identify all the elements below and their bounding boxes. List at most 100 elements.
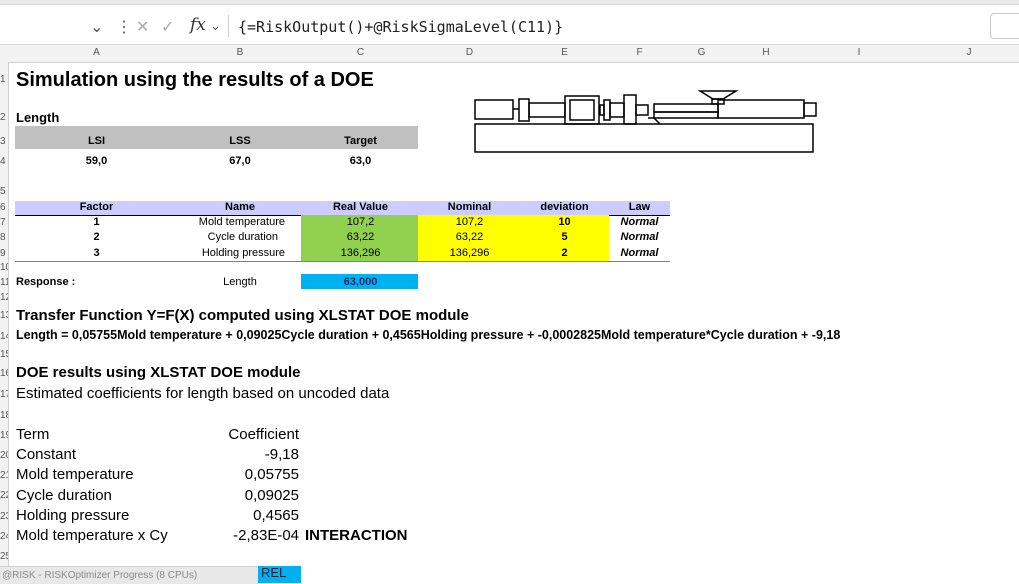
insert-function-icon[interactable]: fx	[190, 15, 206, 35]
factor-number[interactable]: 1	[93, 216, 100, 228]
enter-icon[interactable]: ✓	[161, 19, 175, 36]
factor-name[interactable]: Holding pressure	[201, 247, 285, 259]
spec-value-lss[interactable]: 67,0	[229, 155, 251, 167]
factor-number[interactable]: 2	[93, 231, 100, 243]
column-header-b[interactable]: B	[236, 47, 244, 58]
doe-results-title[interactable]: DOE results using XLSTAT DOE module	[16, 364, 301, 381]
factor-header-deviation[interactable]: deviation	[540, 201, 589, 213]
transfer-function-title[interactable]: Transfer Function Y=F(X) computed using …	[16, 307, 469, 324]
coef-term[interactable]: Mold temperature	[16, 466, 134, 483]
row-number[interactable]: 3	[0, 136, 6, 147]
coef-header-term[interactable]: Term	[16, 426, 50, 443]
spec-value-target[interactable]: 63,0	[349, 155, 372, 167]
factor-deviation[interactable]: 2	[561, 247, 568, 259]
sheet-title[interactable]: Simulation using the results of a DOE	[16, 69, 374, 91]
factor-header-factor[interactable]: Factor	[79, 201, 114, 213]
length-label[interactable]: Length	[16, 110, 60, 125]
factor-number[interactable]: 3	[93, 247, 100, 259]
factor-law[interactable]: Normal	[620, 231, 659, 243]
factor-header-law[interactable]: Law	[628, 201, 651, 213]
more-options-icon[interactable]: ⋮	[116, 19, 132, 36]
row-number[interactable]: 1	[0, 74, 6, 85]
column-header-j[interactable]: J	[966, 47, 972, 58]
column-header-c[interactable]: C	[356, 47, 365, 58]
coef-term[interactable]: Constant	[16, 446, 77, 463]
function-chevron-icon[interactable]: ⌄	[210, 18, 221, 33]
spec-value-lsi[interactable]: 59,0	[85, 155, 108, 167]
factor-nominal[interactable]: 136,296	[449, 247, 490, 259]
response-label[interactable]: Response :	[16, 276, 76, 288]
row-number[interactable]: 12	[0, 292, 8, 303]
row-number[interactable]: 19	[0, 430, 8, 441]
column-header-h[interactable]: H	[762, 47, 770, 58]
row-number[interactable]: 15	[0, 349, 8, 360]
risk-progress-text: @RISK - RISKOptimizer Progress (8 CPUs)	[2, 570, 198, 581]
coef-value[interactable]: -9,18	[264, 446, 299, 463]
row-number[interactable]: 5	[0, 186, 6, 197]
coef-header-value[interactable]: Coefficient	[228, 426, 299, 443]
column-header-d[interactable]: D	[465, 47, 474, 58]
factor-real-value[interactable]: 107,2	[346, 216, 375, 228]
coef-value[interactable]: 0,05755	[244, 466, 299, 483]
interaction-label[interactable]: INTERACTION	[305, 527, 408, 544]
factor-law[interactable]: Normal	[620, 247, 659, 259]
row-number[interactable]: 10	[0, 262, 8, 273]
coef-value[interactable]: 0,09025	[244, 487, 299, 504]
row-number[interactable]: 23	[0, 511, 8, 522]
spec-header-lss[interactable]: LSS	[229, 135, 251, 147]
row-number[interactable]: 21	[0, 470, 8, 481]
expand-formula-bar-button[interactable]	[990, 13, 1019, 39]
factor-deviation[interactable]: 5	[561, 231, 568, 243]
coef-term[interactable]: Mold temperature x Cy	[16, 527, 168, 544]
factor-header-name[interactable]: Name	[225, 201, 255, 213]
spec-header-target[interactable]: Target	[344, 135, 377, 147]
row-number[interactable]: 9	[0, 248, 6, 259]
row-number[interactable]: 20	[0, 450, 8, 461]
row-number[interactable]: 7	[0, 217, 6, 228]
partial-cell[interactable]: REL	[258, 565, 301, 583]
factor-name[interactable]: Cycle duration	[207, 231, 278, 243]
row-number[interactable]: 8	[0, 232, 6, 243]
response-value[interactable]: 63,000	[343, 276, 378, 288]
factor-nominal[interactable]: 63,22	[455, 231, 484, 243]
row-number[interactable]: 16	[0, 368, 8, 379]
row-number[interactable]: 6	[0, 202, 6, 213]
risk-progress-bar[interactable]: @RISK - RISKOptimizer Progress (8 CPUs)	[0, 566, 258, 584]
cancel-icon[interactable]: ✕	[136, 19, 150, 36]
doe-results-subtitle[interactable]: Estimated coefficients for length based …	[16, 385, 390, 402]
coef-term[interactable]: Cycle duration	[16, 487, 112, 504]
factor-header-real-value[interactable]: Real Value	[332, 201, 389, 213]
factor-real-value[interactable]: 136,296	[340, 247, 381, 259]
factor-header-nominal[interactable]: Nominal	[447, 201, 492, 213]
row-header	[0, 62, 9, 583]
column-header-f[interactable]: F	[636, 47, 643, 58]
row-number[interactable]: 14	[0, 331, 8, 342]
row-number[interactable]: 13	[0, 310, 8, 321]
transfer-function-equation[interactable]: Length = 0,05755Mold temperature + 0,090…	[16, 328, 841, 342]
row-number[interactable]: 4	[0, 156, 6, 167]
spec-header-band	[15, 126, 418, 149]
spec-header-lsi[interactable]: LSI	[87, 135, 106, 147]
factor-deviation[interactable]: 10	[558, 216, 571, 228]
column-header-i[interactable]: I	[857, 47, 861, 58]
row-number[interactable]: 17	[0, 389, 8, 400]
coef-term[interactable]: Holding pressure	[16, 507, 130, 524]
name-box-dropdown-icon[interactable]: ⌄	[90, 19, 104, 36]
response-name[interactable]: Length	[223, 276, 257, 288]
factor-law[interactable]: Normal	[620, 216, 659, 228]
row-number[interactable]: 22	[0, 490, 8, 501]
factor-real-value[interactable]: 63,22	[346, 231, 375, 243]
row-number[interactable]: 25	[0, 551, 8, 562]
factor-name[interactable]: Mold temperature	[198, 216, 285, 228]
column-header-a[interactable]: A	[93, 47, 100, 58]
factor-nominal[interactable]: 107,2	[455, 216, 484, 228]
coef-value[interactable]: 0,4565	[253, 507, 299, 524]
coef-value[interactable]: -2,83E-04	[233, 527, 299, 544]
row-number[interactable]: 24	[0, 531, 8, 542]
column-header-g[interactable]: G	[697, 47, 706, 58]
row-number[interactable]: 18	[0, 410, 8, 421]
row-number[interactable]: 11	[0, 277, 8, 288]
column-header-e[interactable]: E	[561, 47, 568, 58]
formula-input[interactable]: {=RiskOutput()+@RiskSigmaLevel(C11)}	[238, 18, 564, 36]
row-number[interactable]: 2	[0, 112, 6, 123]
